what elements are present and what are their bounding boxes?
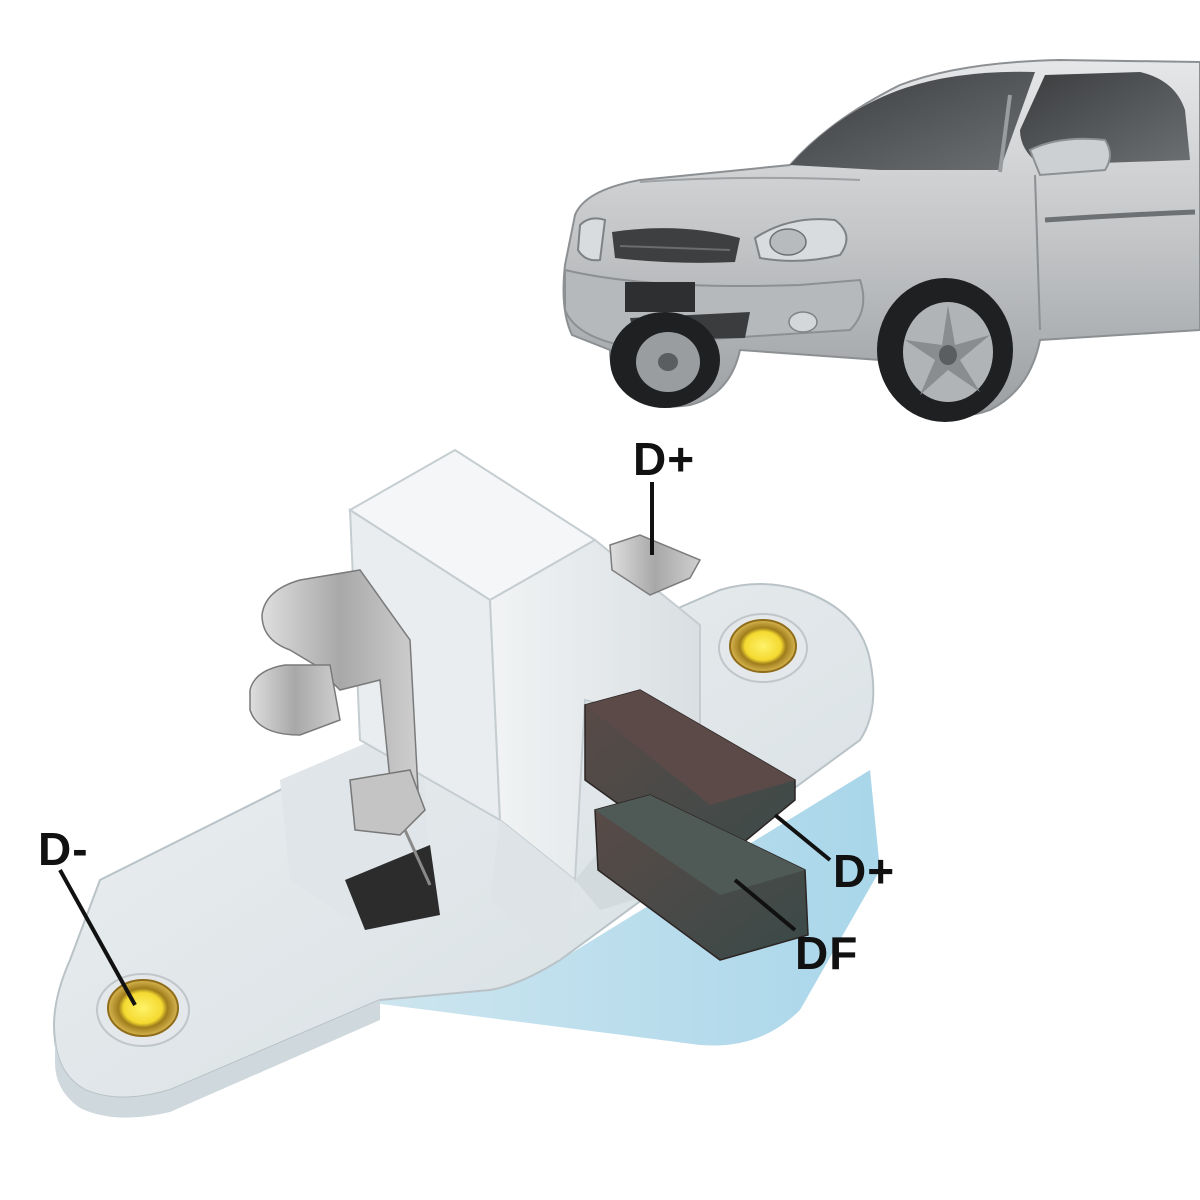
voltage-regulator-icon [53, 448, 880, 1118]
leader-d-plus-brush [773, 813, 832, 862]
rear-wheel [877, 278, 1013, 422]
label-df: DF [795, 927, 859, 979]
front-wheel [610, 312, 720, 408]
carbon-brush-df [594, 794, 809, 961]
mounting-eyelet-right [718, 613, 808, 683]
terminal-d-plus-top [609, 534, 702, 596]
car-icon [562, 58, 1200, 422]
leader-lines [58, 482, 832, 1006]
label-d-plus-top: D+ [633, 433, 696, 485]
carbon-brush-d-plus [584, 689, 796, 871]
leader-df [733, 878, 797, 932]
terminal-clips [249, 569, 432, 886]
label-d-minus: D- [38, 823, 89, 875]
leader-d-minus [58, 869, 137, 1006]
mounting-eyelet-left [96, 973, 190, 1047]
label-d-plus-brush: D+ [833, 845, 896, 897]
